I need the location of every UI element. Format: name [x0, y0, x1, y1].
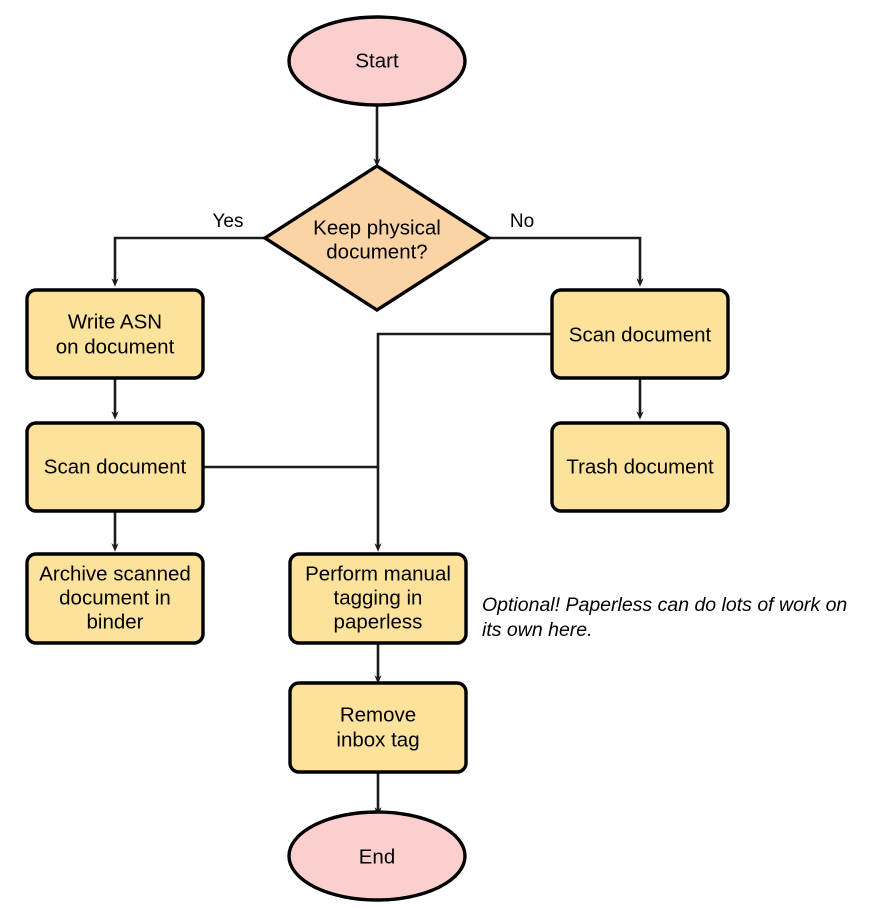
- node-scan-document-right[interactable]: Scan document: [550, 288, 730, 380]
- end-label: End: [359, 845, 395, 868]
- scan-document-right-label: Scan document: [569, 323, 712, 346]
- node-trash-document[interactable]: Trash document: [550, 421, 730, 513]
- write-asn-box[interactable]: [25, 288, 205, 380]
- node-start[interactable]: Start: [287, 15, 467, 107]
- remove-inbox-label-line1: Remove: [340, 703, 416, 726]
- node-archive-scanned-document-in-binder[interactable]: Archive scanned document in binder: [25, 552, 205, 645]
- connector-scan-right-to-manual-tagging: [374, 332, 552, 552]
- write-asn-label-line2: on document: [56, 335, 175, 358]
- edge-label-no: No: [510, 211, 534, 232]
- archive-label-line3: binder: [87, 610, 144, 633]
- connector-decision-no-to-scan-right: [489, 236, 644, 287]
- node-write-asn-on-document[interactable]: Write ASN on document: [25, 288, 205, 380]
- trash-document-box[interactable]: [550, 421, 730, 513]
- scan-document-right-box[interactable]: [550, 288, 730, 380]
- write-asn-label-line1: Write ASN: [68, 310, 162, 333]
- manual-tagging-label-line1: Perform manual: [305, 562, 451, 585]
- scan-document-left-box[interactable]: [25, 421, 205, 513]
- manual-tagging-box[interactable]: [288, 552, 468, 645]
- node-perform-manual-tagging[interactable]: Perform manual tagging in paperless: [288, 552, 468, 645]
- node-end[interactable]: End: [287, 810, 467, 902]
- archive-label-line1: Archive scanned: [39, 562, 191, 585]
- remove-inbox-label-line2: inbox tag: [336, 728, 419, 751]
- archive-label-line2: document in: [59, 586, 171, 609]
- scan-document-left-label: Scan document: [44, 455, 187, 478]
- trash-document-label: Trash document: [566, 455, 714, 478]
- node-decision-keep-physical-document[interactable]: Keep physical document?: [261, 163, 493, 313]
- node-scan-document-left[interactable]: Scan document: [25, 421, 205, 513]
- node-remove-inbox-tag[interactable]: Remove inbox tag: [288, 681, 468, 774]
- start-label: Start: [355, 49, 399, 72]
- decision-label-line1: Keep physical: [313, 216, 441, 239]
- remove-inbox-tag-box[interactable]: [288, 681, 468, 774]
- decision-label-line2: document?: [326, 240, 427, 263]
- edge-label-yes: Yes: [213, 211, 244, 232]
- manual-tagging-label-line3: paperless: [334, 610, 423, 633]
- end-ellipse[interactable]: [287, 810, 467, 902]
- manual-tagging-label-line2: tagging in: [334, 586, 423, 609]
- start-ellipse[interactable]: [287, 15, 467, 107]
- annotation-optional-paperless: Optional! Paperless can do lots of work …: [482, 594, 847, 641]
- connector-decision-yes-to-write-asn: [111, 236, 266, 287]
- archive-box[interactable]: [25, 552, 205, 645]
- annotation-line2: its own here.: [482, 619, 593, 641]
- decision-diamond[interactable]: [261, 163, 493, 313]
- annotation-line1: Optional! Paperless can do lots of work …: [482, 594, 847, 616]
